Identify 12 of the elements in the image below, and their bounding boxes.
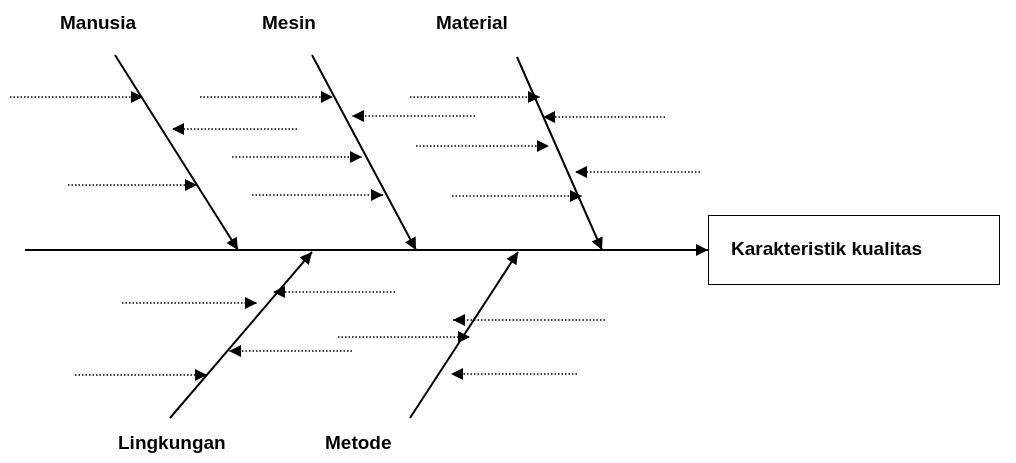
effect-box: Karakteristik kualitas (708, 215, 1000, 285)
category-label: Lingkungan (118, 432, 248, 462)
bone-arrow (516, 56, 603, 251)
category-label: Manusia (60, 12, 170, 42)
bone-arrow (409, 251, 519, 419)
spine-arrow (24, 244, 709, 256)
bone-arrow (311, 54, 417, 251)
category-label: Metode (325, 432, 405, 462)
category-label: Material (436, 12, 540, 42)
bone-arrow (169, 251, 313, 419)
category-label: Mesin (262, 12, 332, 42)
bone-arrow (114, 54, 239, 251)
